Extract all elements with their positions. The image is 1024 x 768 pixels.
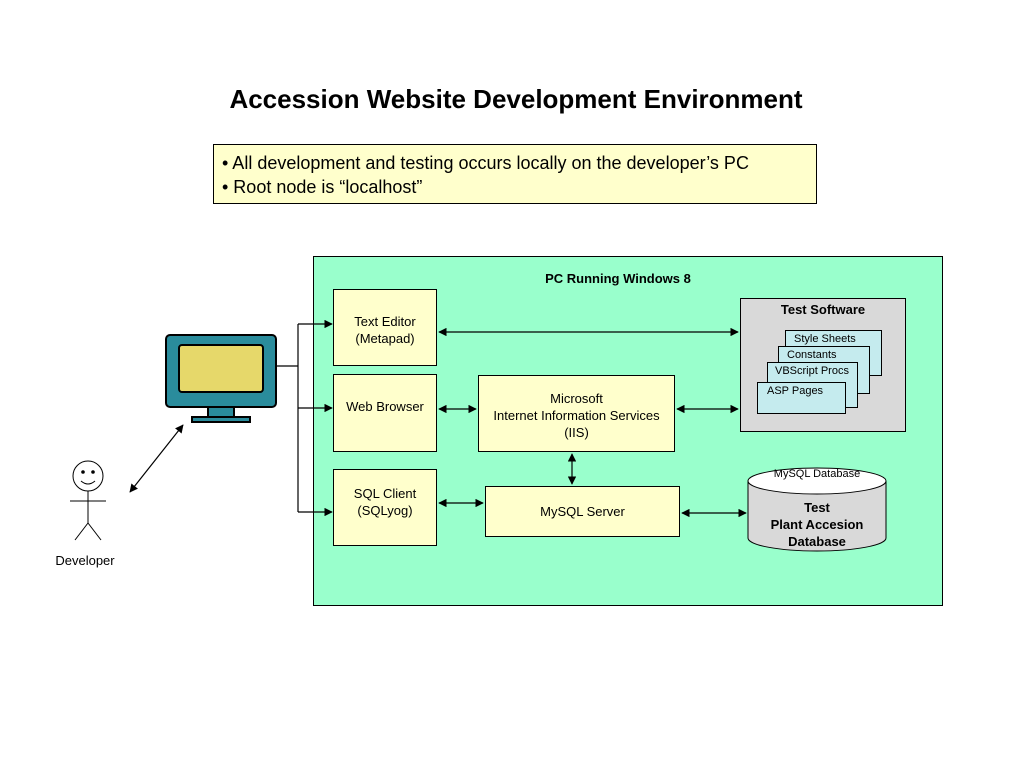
mysql-server-box: MySQL Server: [485, 486, 680, 537]
sql-client-box: SQL Client (SQLyog): [333, 469, 437, 546]
sheet-style-sheets-label: Style Sheets: [794, 333, 856, 345]
monitor-icon: [165, 334, 277, 423]
sheet-asp-pages: ASP Pages: [757, 382, 846, 414]
database-label-1: Test: [804, 500, 830, 515]
database-cylinder: [747, 467, 887, 552]
database-label-2: Plant Accesion: [770, 517, 864, 532]
database-label-3: Database: [788, 534, 846, 549]
sheet-asp-pages-label: ASP Pages: [767, 385, 824, 397]
text-editor-sublabel: (Metapad): [355, 331, 415, 346]
note-line-1: • All development and testing occurs loc…: [222, 153, 749, 173]
developer-icon: [70, 460, 106, 541]
developer-label: Developer: [55, 553, 115, 568]
pc-label: PC Running Windows 8: [545, 271, 691, 286]
diagram-title: Accession Website Development Environmen…: [229, 84, 803, 114]
iis-label-1: Microsoft: [550, 391, 603, 406]
note-line-2: • Root node is “localhost”: [222, 177, 423, 197]
sheet-constants-label: Constants: [787, 349, 837, 361]
notes-box: • All development and testing occurs loc…: [213, 144, 817, 204]
sql-client-label: SQL Client: [353, 486, 417, 501]
web-browser-label: Web Browser: [346, 399, 424, 414]
sql-client-sublabel: (SQLyog): [357, 503, 413, 518]
text-editor-box: Text Editor (Metapad): [333, 289, 437, 366]
iis-label-3: (IIS): [564, 425, 589, 440]
connectors: [129, 319, 747, 518]
database-label: Test Plant Accesion Database: [748, 499, 886, 550]
mysql-server-label: MySQL Server: [540, 504, 625, 519]
test-software-label: Test Software: [780, 302, 866, 317]
iis-label-2: Internet Information Services: [493, 408, 660, 423]
web-browser-box: Web Browser: [333, 374, 437, 452]
database-type-label: MySQL Database: [773, 468, 861, 480]
sheet-vbscript-procs-label: VBScript Procs: [775, 365, 849, 377]
text-editor-label: Text Editor: [354, 314, 416, 329]
iis-box: Microsoft Internet Information Services …: [478, 375, 675, 452]
